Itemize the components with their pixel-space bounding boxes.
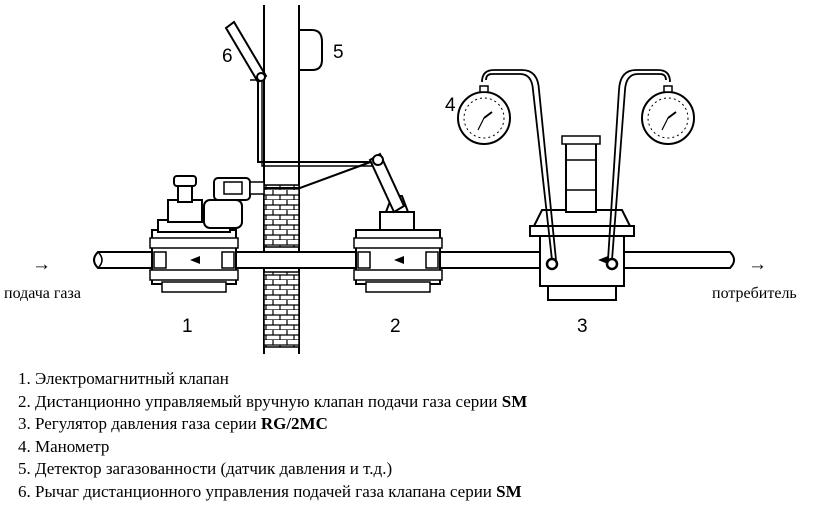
legend-item-1: 1. Электромагнитный клапан [18, 369, 229, 388]
manometer-left [457, 85, 511, 145]
solenoid-valve [149, 175, 265, 293]
sm-valve [353, 152, 443, 293]
legend: 1. Электромагнитный клапан 2. Дистанцион… [18, 368, 527, 503]
gas-detector [298, 29, 323, 71]
manometer-right [641, 85, 695, 145]
wall [263, 5, 300, 354]
impulse-tubes [481, 69, 671, 261]
remote-lever [224, 20, 268, 84]
control-cable [250, 79, 379, 189]
legend-item-4: 4. Манометр [18, 436, 110, 456]
gas-supply-diagram: → → подача газа потребитель 1 2 3 4 5 6 [4, 5, 797, 354]
label-4: 4 [445, 95, 456, 116]
label-5: 5 [333, 42, 344, 63]
arrow-outlet: → [748, 254, 767, 275]
label-2: 2 [390, 316, 401, 337]
arrow-inlet: → [32, 254, 51, 275]
legend-item-3: 3. Регулятор давления газа серии RG/2MC [18, 414, 328, 433]
legend-item-6: 6. Рычаг дистанционного управления подач… [18, 481, 522, 501]
label-6: 6 [222, 46, 233, 67]
label-3: 3 [577, 316, 588, 337]
outlet-label: потребитель [712, 285, 797, 302]
legend-item-2: 2. Дистанционно управляемый вручную клап… [18, 391, 528, 411]
legend-item-5: 5. Детектор загазованности (датчик давле… [18, 459, 393, 478]
inlet-label: подача газа [4, 285, 81, 302]
label-1: 1 [182, 316, 193, 337]
